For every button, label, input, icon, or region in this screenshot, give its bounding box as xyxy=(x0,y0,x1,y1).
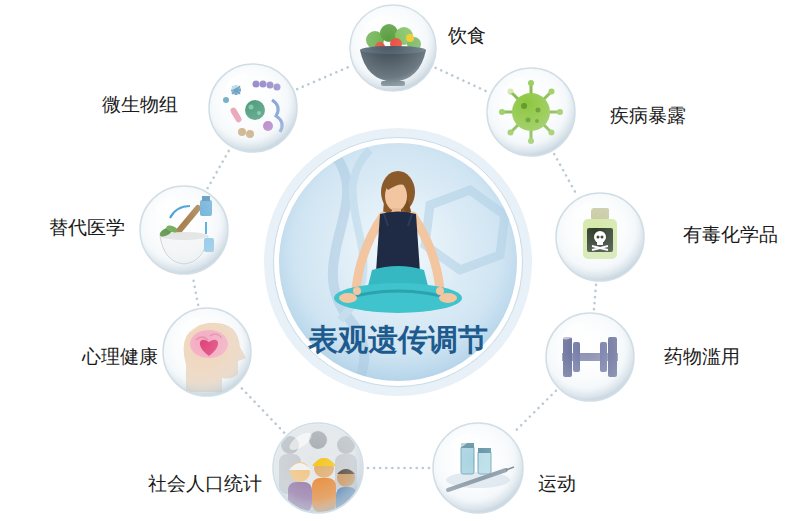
bubble-highlight xyxy=(500,74,527,97)
factor-label: 有毒化学品 xyxy=(683,224,778,247)
factor-label: 运动 xyxy=(538,473,576,496)
factor-bubble: 药物滥用 xyxy=(545,312,635,402)
factor-label: 替代医学 xyxy=(49,217,125,240)
bubble-highlight xyxy=(153,192,180,215)
dotted-ring-segment xyxy=(208,150,230,188)
factor-label: 社会人口统计 xyxy=(148,473,262,496)
center-circle: 表观遗传调节 xyxy=(273,137,523,387)
bubble xyxy=(273,423,363,513)
bubble xyxy=(350,5,436,91)
dotted-ring-segment xyxy=(554,154,577,195)
bubble xyxy=(546,313,634,401)
factor-label: 心理健康 xyxy=(82,346,158,369)
bubble xyxy=(487,68,575,156)
factor-label: 微生物组 xyxy=(102,94,178,117)
bubble xyxy=(433,423,523,513)
bubble-shape xyxy=(555,192,645,282)
factor-bubble: 心理健康 xyxy=(162,307,252,397)
bubble xyxy=(209,64,297,152)
label-holder: 饮食 xyxy=(448,25,486,48)
factor-bubble: 运动 xyxy=(432,422,524,514)
factor-bubble: 有毒化学品 xyxy=(555,192,645,282)
center-disc xyxy=(264,128,532,430)
bubble-highlight xyxy=(569,199,596,222)
meditating-woman xyxy=(334,171,462,313)
dotted-ring-segment xyxy=(436,68,488,92)
bubble-highlight xyxy=(222,70,249,93)
dotted-ring-segment xyxy=(367,467,429,470)
factor-label: 饮食 xyxy=(448,25,486,48)
dotted-ring-segment xyxy=(240,387,284,433)
bubble-shape xyxy=(162,307,252,397)
bubble-shape xyxy=(208,63,298,153)
ring-edge xyxy=(274,138,523,387)
dotted-ring-segment xyxy=(513,391,556,434)
bubble-shape xyxy=(432,422,524,514)
label-holder: 运动 xyxy=(538,473,576,496)
label-holder: 药物滥用 xyxy=(664,346,740,369)
factor-bubble: 替代医学 xyxy=(139,185,229,275)
ring xyxy=(276,140,520,384)
center-title: 表观遗传调节 xyxy=(308,322,488,358)
bubble xyxy=(140,186,228,274)
factor-bubble: 社会人口统计 xyxy=(272,422,364,514)
label-holder: 替代医学 xyxy=(49,217,125,240)
label-holder: 疾病暴露 xyxy=(610,105,686,128)
bubble xyxy=(163,308,251,396)
factor-bubble: 饮食 xyxy=(349,4,437,92)
dotted-ring-segment xyxy=(297,67,350,90)
bubble-highlight xyxy=(287,429,314,453)
dotted-ring-segment xyxy=(594,285,596,309)
bubble-highlight xyxy=(559,319,586,342)
bubble-highlight xyxy=(447,429,474,453)
label-holder: 表观遗传调节 xyxy=(308,322,488,358)
bubble-shape xyxy=(272,422,364,514)
bubble xyxy=(556,193,644,281)
bubble-highlight xyxy=(363,11,389,34)
bubble-shape xyxy=(139,185,229,275)
factor-label: 药物滥用 xyxy=(664,346,740,369)
factor-label: 疾病暴露 xyxy=(610,105,686,128)
label-holder: 有毒化学品 xyxy=(683,224,778,247)
bubble-shape xyxy=(349,4,437,92)
label-holder: 微生物组 xyxy=(102,94,178,117)
bubble-highlight xyxy=(176,314,203,337)
factor-bubble: 疾病暴露 xyxy=(486,67,576,157)
bubble-shape xyxy=(545,312,635,402)
bubble-shape xyxy=(486,67,576,157)
label-holder: 社会人口统计 xyxy=(148,473,262,496)
factor-bubble: 微生物组 xyxy=(208,63,298,153)
label-holder: 心理健康 xyxy=(82,346,158,369)
people-group-icon xyxy=(270,420,366,516)
dotted-ring-segment xyxy=(193,277,198,305)
